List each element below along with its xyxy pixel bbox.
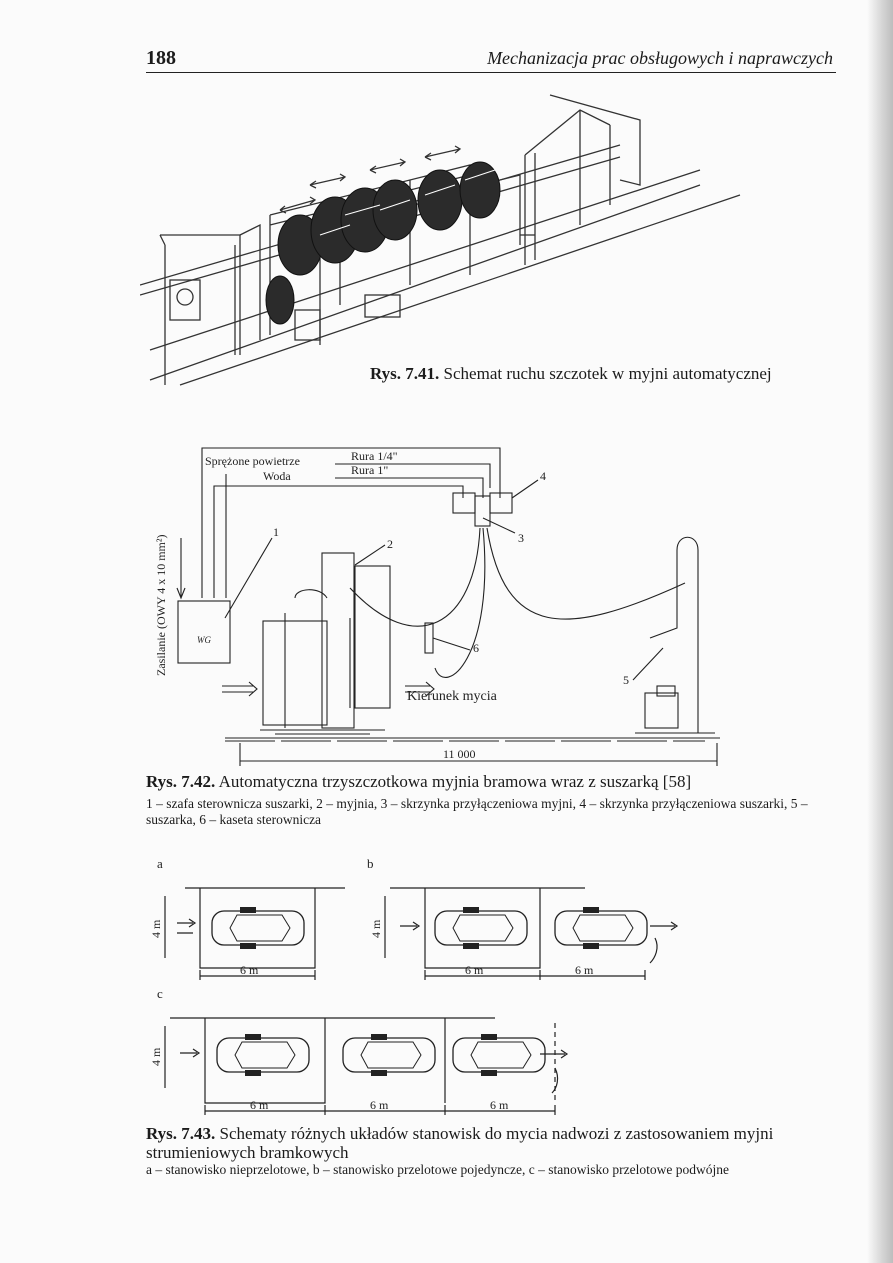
dim-4m-c: 4 m — [149, 1047, 163, 1066]
callout-4: 4 — [540, 469, 546, 483]
fig742-text: Automatyczna trzyszczotkowa myjnia bramo… — [218, 772, 692, 791]
fig742-legend: 1 – szafa sterownicza suszarki, 2 – myjn… — [146, 796, 808, 827]
label-total-length: 11 000 — [443, 747, 476, 761]
label-water: Woda — [263, 469, 291, 483]
dim-6m-c3: 6 m — [490, 1098, 509, 1112]
car-wash-perspective-drawing — [140, 94, 741, 386]
car-icon-c3 — [452, 1033, 546, 1077]
label-compressed-air: Sprężone powietrze — [205, 454, 300, 468]
callout-3: 3 — [518, 531, 524, 545]
dim-6m-c1: 6 m — [250, 1098, 269, 1112]
scheme-label-a: a — [157, 858, 163, 871]
fig741-text: Schemat ruchu szczotek w myjni automatyc… — [443, 364, 772, 383]
car-icon-c1 — [216, 1033, 310, 1077]
dim-6m-b1: 6 m — [465, 963, 484, 977]
label-pipe-quarter: Rura 1/4" — [351, 449, 398, 463]
fig743-caption: Rys. 7.43. Schematy różnych układów stan… — [146, 1124, 836, 1162]
wash-dryer-schematic: Sprężone powietrze Woda Rura 1/4" Rura 1… — [154, 447, 720, 766]
fig741-caption: Rys. 7.41. Schemat ruchu szczotek w myjn… — [370, 364, 772, 383]
label-pipe-one: Rura 1" — [351, 463, 388, 477]
fig742-caption: Rys. 7.42. Automatyczna trzyszczotkowa m… — [146, 772, 836, 791]
label-cabinet-logo: WG — [197, 635, 211, 645]
callout-1: 1 — [273, 525, 279, 539]
scheme-label-c: c — [157, 986, 163, 1001]
scheme-label-b: b — [367, 858, 374, 871]
dim-4m-a: 4 m — [149, 919, 163, 938]
callout-6: 6 — [473, 641, 479, 655]
label-wash-direction: Kierunek mycia — [407, 689, 498, 704]
page-number: 188 — [146, 47, 176, 69]
fig743-text: Schematy różnych układów stanowisk do my… — [146, 1124, 774, 1162]
dim-4m-b: 4 m — [369, 919, 383, 938]
page-edge-shadow — [867, 0, 893, 1263]
car-icon-b2 — [554, 906, 648, 950]
dim-6m-c2: 6 m — [370, 1098, 389, 1112]
fig742-label: Rys. 7.42. — [146, 772, 216, 791]
header-rule — [146, 72, 836, 73]
fig741-label: Rys. 7.41. — [370, 364, 440, 383]
car-icon-b1 — [434, 906, 528, 950]
fig743-label: Rys. 7.43. — [146, 1124, 216, 1143]
car-icon-a — [211, 906, 305, 950]
callout-2: 2 — [387, 537, 393, 551]
station-layout-schemes: a b c 6 m 6 m 6 m 6 m 6 m 6 m 4 m 4 m 4 … — [149, 858, 679, 1115]
running-title: Mechanizacja prac obsługowych i naprawcz… — [487, 48, 833, 68]
dim-6m-a: 6 m — [240, 963, 259, 977]
fig743-legend: a – stanowisko nieprzelotowe, b – stanow… — [146, 1162, 729, 1177]
car-icon-c2 — [342, 1033, 436, 1077]
label-power-supply: Zasilanie (OWY 4 x 10 mm²) — [154, 535, 168, 676]
callout-5: 5 — [623, 673, 629, 687]
dim-6m-b2: 6 m — [575, 963, 594, 977]
